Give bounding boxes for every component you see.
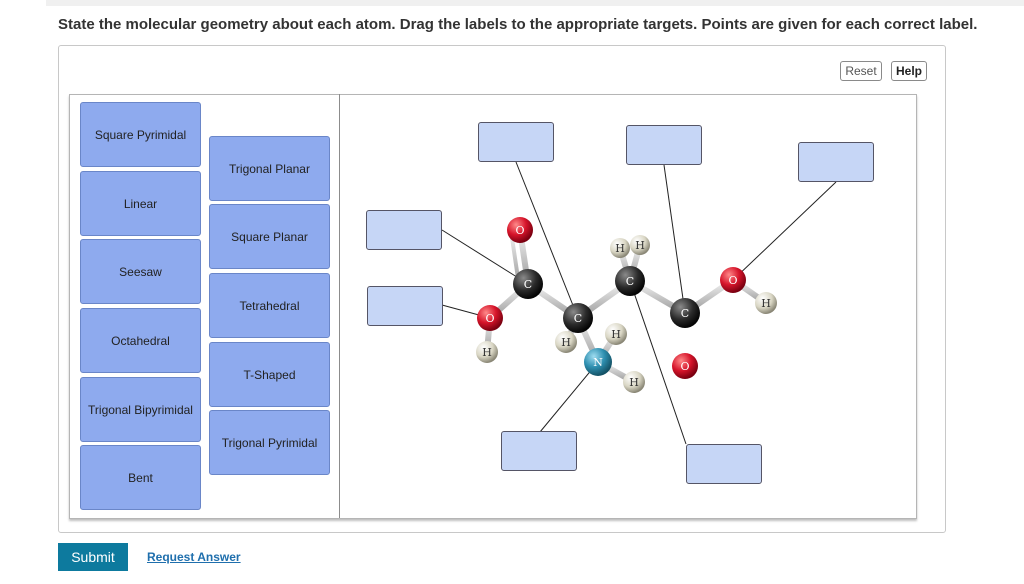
drop-target-1[interactable] — [366, 210, 442, 250]
label-bent[interactable]: Bent — [80, 445, 201, 510]
label-bank-divider — [339, 94, 340, 518]
request-answer-link[interactable]: Request Answer — [147, 550, 241, 564]
label-linear[interactable]: Linear — [80, 171, 201, 236]
label-trigonal-pyrimidal[interactable]: Trigonal Pyrimidal — [209, 410, 330, 475]
reset-button[interactable]: Reset — [840, 61, 882, 81]
drop-target-7[interactable] — [686, 444, 762, 484]
drop-target-2[interactable] — [367, 286, 443, 326]
label-seesaw[interactable]: Seesaw — [80, 239, 201, 304]
help-button[interactable]: Help — [891, 61, 927, 81]
label-octahedral[interactable]: Octahedral — [80, 308, 201, 373]
drop-target-3[interactable] — [478, 122, 554, 162]
label-trigonal-planar[interactable]: Trigonal Planar — [209, 136, 330, 201]
top-strip — [46, 0, 1024, 6]
label-square-pyrimidal[interactable]: Square Pyrimidal — [80, 102, 201, 167]
label-t-shaped[interactable]: T-Shaped — [209, 342, 330, 407]
drop-target-4[interactable] — [626, 125, 702, 165]
submit-button[interactable]: Submit — [58, 543, 128, 571]
label-tetrahedral[interactable]: Tetrahedral — [209, 273, 330, 338]
label-square-planar[interactable]: Square Planar — [209, 204, 330, 269]
drop-target-5[interactable] — [798, 142, 874, 182]
label-trigonal-bipyrimidal[interactable]: Trigonal Bipyrimidal — [80, 377, 201, 442]
drop-target-6[interactable] — [501, 431, 577, 471]
instructions-text: State the molecular geometry about each … — [58, 16, 978, 33]
